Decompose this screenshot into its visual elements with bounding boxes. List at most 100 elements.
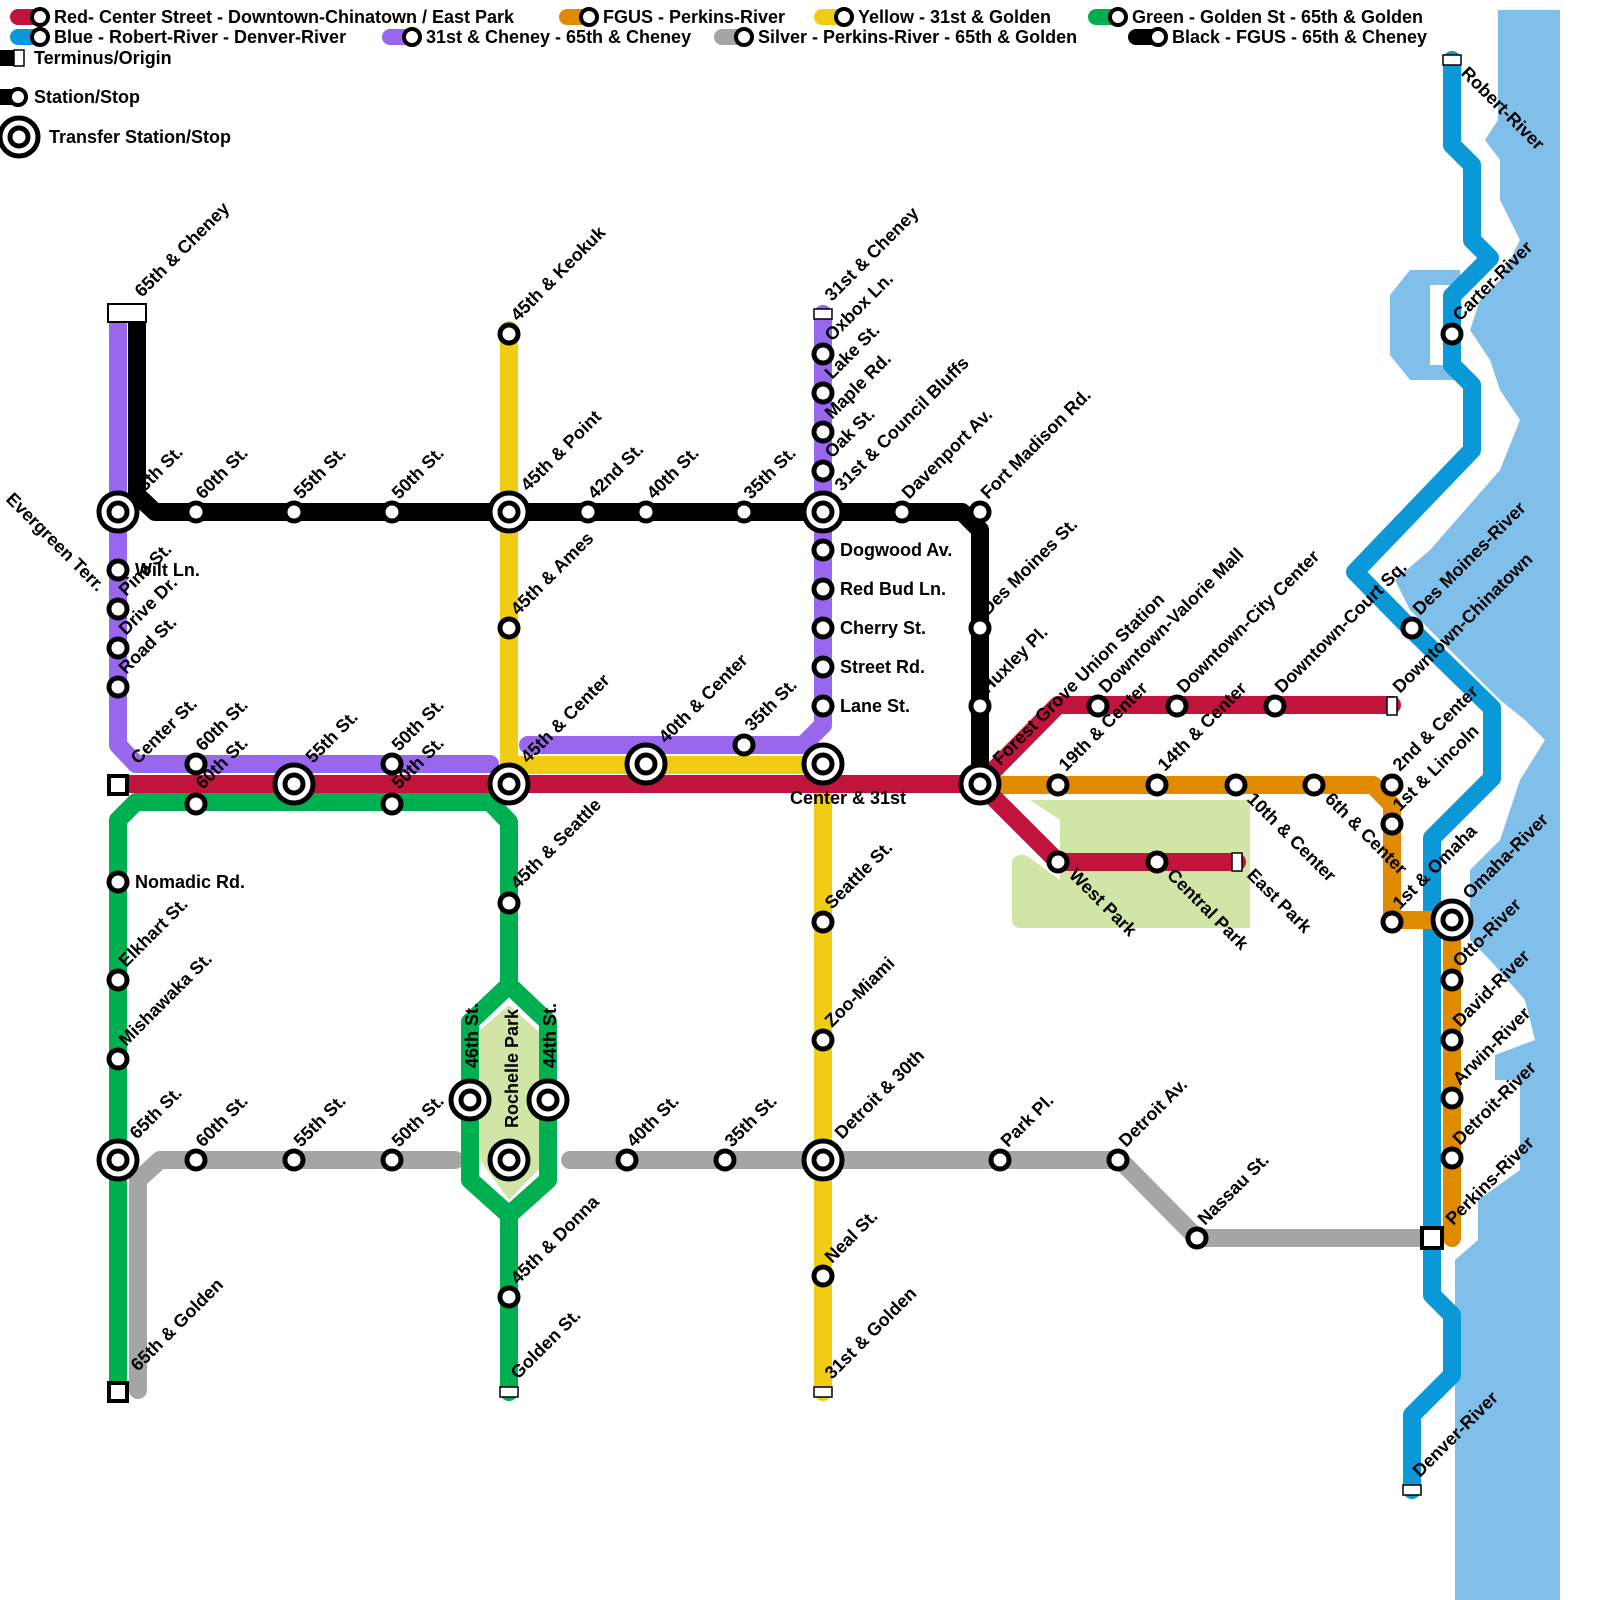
station-g60[interactable] <box>184 1148 208 1172</box>
terminus-marker[interactable] <box>107 1381 129 1403</box>
station-marker[interactable] <box>1145 850 1169 874</box>
station-marker[interactable] <box>1400 616 1424 640</box>
station-marker[interactable] <box>732 500 756 524</box>
station-marker[interactable] <box>811 1264 835 1288</box>
station-omaha1[interactable] <box>1380 910 1404 934</box>
station-detroit30[interactable] <box>801 1138 845 1182</box>
station-marker[interactable] <box>106 636 130 660</box>
station-neal[interactable] <box>811 1264 835 1288</box>
station-oxbox[interactable] <box>811 342 835 366</box>
station-s65cheney[interactable] <box>107 303 147 323</box>
station-b50[interactable] <box>380 500 404 524</box>
station-detroitriver[interactable] <box>1440 1146 1464 1170</box>
station-fgus[interactable] <box>958 762 1002 806</box>
station-marker[interactable] <box>811 616 835 640</box>
station-marker[interactable] <box>811 577 835 601</box>
station-marker[interactable] <box>713 1148 737 1172</box>
station-drive[interactable] <box>106 636 130 660</box>
station-marker[interactable] <box>1380 910 1404 934</box>
station-marker[interactable] <box>106 870 130 894</box>
station-s31council[interactable] <box>801 490 845 534</box>
station-marker[interactable] <box>1440 1146 1464 1170</box>
station-marker[interactable] <box>184 1148 208 1172</box>
station-zoo[interactable] <box>811 1028 835 1052</box>
station-centerst[interactable] <box>107 774 129 796</box>
station-detroitav[interactable] <box>1106 1148 1130 1172</box>
station-otto[interactable] <box>1440 968 1464 992</box>
station-desmoinesriver[interactable] <box>1400 616 1424 640</box>
station-g55[interactable] <box>282 1148 306 1172</box>
station-perkins[interactable] <box>1420 1226 1444 1250</box>
station-marker[interactable] <box>380 792 404 816</box>
terminus-marker[interactable] <box>499 1386 519 1398</box>
station-s45seattle[interactable] <box>497 891 521 915</box>
station-marker[interactable] <box>1380 812 1404 836</box>
station-marker[interactable] <box>732 733 756 757</box>
station-s35st_p[interactable] <box>732 733 756 757</box>
station-pine[interactable] <box>106 597 130 621</box>
station-nomadic[interactable] <box>106 870 130 894</box>
terminus-marker[interactable] <box>1442 54 1462 66</box>
station-marker[interactable] <box>634 500 658 524</box>
station-marker[interactable] <box>497 1285 521 1309</box>
station-marker[interactable] <box>576 500 600 524</box>
terminus-marker[interactable] <box>813 308 833 320</box>
station-s45center[interactable] <box>487 762 531 806</box>
station-road[interactable] <box>106 675 130 699</box>
station-rochelle[interactable] <box>487 1138 531 1182</box>
station-centralpark[interactable] <box>1145 850 1169 874</box>
terminus-marker[interactable] <box>1402 1484 1422 1496</box>
station-marker[interactable] <box>1440 322 1464 346</box>
station-r60[interactable] <box>184 792 208 816</box>
station-nassau[interactable] <box>1185 1226 1209 1250</box>
station-davenport[interactable] <box>890 500 914 524</box>
station-valorie[interactable] <box>1086 694 1110 718</box>
station-lane[interactable] <box>811 694 835 718</box>
station-marker[interactable] <box>968 694 992 718</box>
station-marker[interactable] <box>282 500 306 524</box>
station-marker[interactable] <box>184 792 208 816</box>
station-s45donna[interactable] <box>497 1285 521 1309</box>
station-parkpl[interactable] <box>988 1148 1012 1172</box>
station-b60[interactable] <box>184 500 208 524</box>
station-marker[interactable] <box>1380 773 1404 797</box>
station-s44[interactable] <box>526 1078 570 1122</box>
terminus-marker[interactable] <box>813 1386 833 1398</box>
station-carter[interactable] <box>1440 322 1464 346</box>
station-redbud[interactable] <box>811 577 835 601</box>
station-marker[interactable] <box>1263 694 1287 718</box>
station-marker[interactable] <box>811 1028 835 1052</box>
station-s31cheney[interactable] <box>813 308 833 320</box>
station-street[interactable] <box>811 655 835 679</box>
station-chinatown[interactable] <box>1386 696 1398 716</box>
station-marker[interactable] <box>811 655 835 679</box>
terminus-marker[interactable] <box>1420 1226 1444 1250</box>
station-desmoinesst[interactable] <box>968 616 992 640</box>
station-marker[interactable] <box>890 500 914 524</box>
station-marker[interactable] <box>811 538 835 562</box>
station-marker[interactable] <box>497 891 521 915</box>
station-marker[interactable] <box>811 420 835 444</box>
station-marker[interactable] <box>1086 694 1110 718</box>
station-denver[interactable] <box>1402 1484 1422 1496</box>
station-seattlest[interactable] <box>811 910 835 934</box>
station-b40[interactable] <box>634 500 658 524</box>
station-marker[interactable] <box>811 459 835 483</box>
station-marker[interactable] <box>1046 773 1070 797</box>
station-marker[interactable] <box>106 597 130 621</box>
station-marker[interactable] <box>184 500 208 524</box>
station-g35[interactable] <box>713 1148 737 1172</box>
station-s45keokuk[interactable] <box>497 322 521 346</box>
station-r50[interactable] <box>380 792 404 816</box>
station-marker[interactable] <box>1165 694 1189 718</box>
station-westpark[interactable] <box>1046 850 1070 874</box>
station-marker[interactable] <box>380 500 404 524</box>
station-s65st_bot[interactable] <box>96 1138 140 1182</box>
terminus-marker[interactable] <box>107 774 129 796</box>
station-s40center[interactable] <box>624 742 668 786</box>
station-marker[interactable] <box>811 694 835 718</box>
station-david[interactable] <box>1440 1028 1464 1052</box>
station-s45point[interactable] <box>487 490 531 534</box>
station-citycenter[interactable] <box>1165 694 1189 718</box>
station-marker[interactable] <box>1440 1028 1464 1052</box>
